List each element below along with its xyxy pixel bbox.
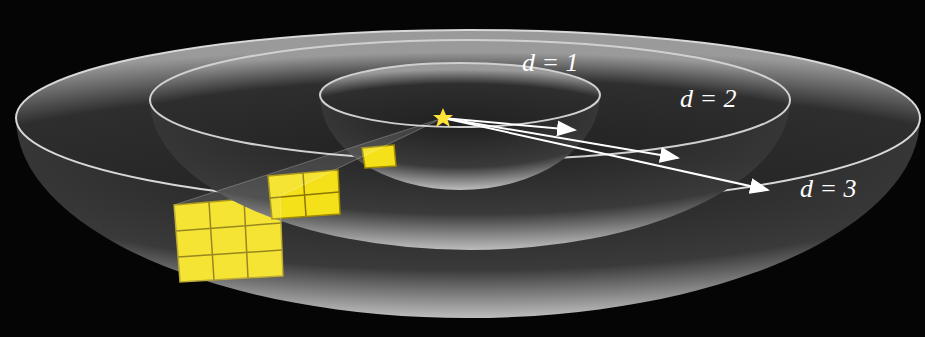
light-source-star xyxy=(433,108,453,127)
distance-label: d = 3 xyxy=(800,176,857,202)
distance-arrows xyxy=(443,118,768,190)
light-cone xyxy=(174,118,443,282)
inner-sphere xyxy=(320,63,600,190)
distance-label: d = 2 xyxy=(680,86,737,112)
outer-sphere xyxy=(16,30,920,318)
distance-label: d = 1 xyxy=(522,50,579,76)
